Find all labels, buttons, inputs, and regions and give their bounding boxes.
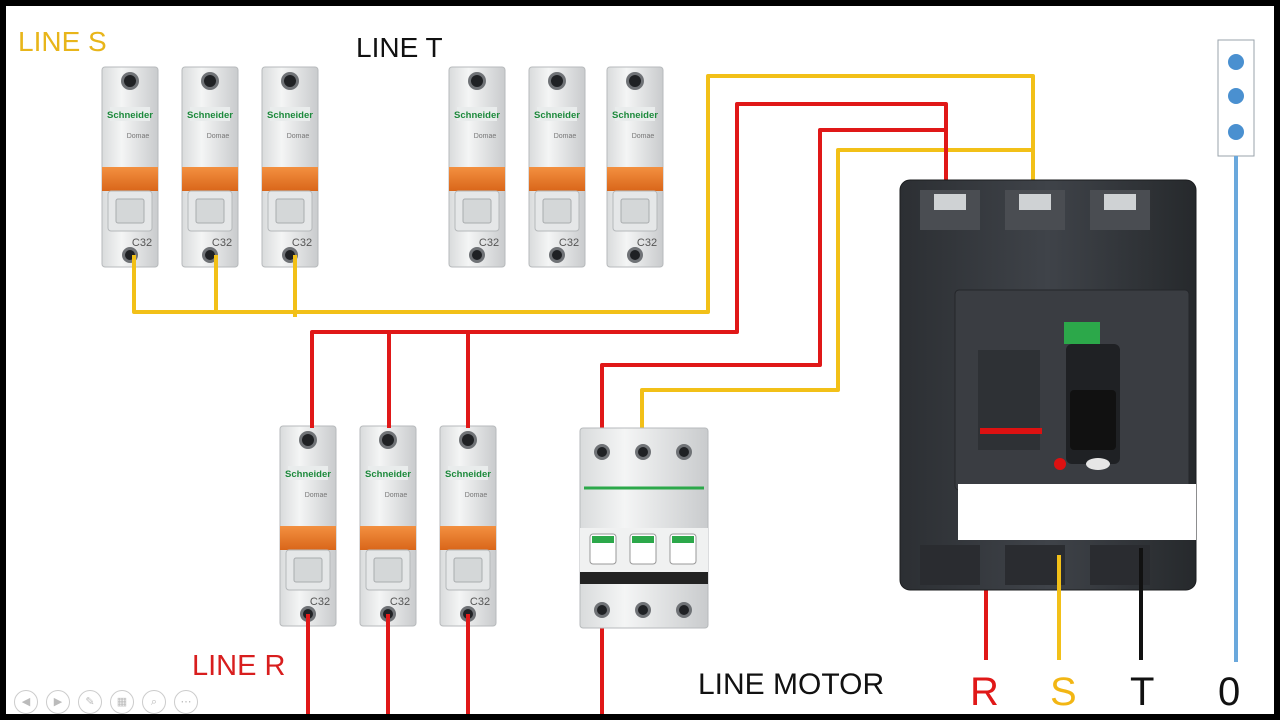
terminal-neutral: 0 [1218, 670, 1241, 714]
label-line-t: LINE T [356, 32, 443, 63]
neutral-rail [1217, 39, 1255, 662]
breaker-line-t-1 [448, 66, 506, 268]
terminal-r: R [970, 670, 999, 714]
wiring-diagram: Schneider Domae C32 [101, 39, 1255, 714]
diagram-canvas: Schneider Domae C32 [6, 6, 1274, 714]
label-line-motor: LINE MOTOR [698, 668, 885, 701]
breaker-line-s-1 [101, 66, 159, 268]
label-line-r: LINE R [192, 650, 286, 682]
more-icon[interactable]: ⋯ [174, 690, 198, 714]
terminal-s: S [1050, 670, 1077, 714]
breaker-line-s-3 [261, 66, 319, 268]
breaker-line-s-2 [181, 66, 239, 268]
motor-breaker [579, 427, 709, 629]
pen-icon[interactable]: ✎ [78, 690, 102, 714]
label-line-s: LINE S [18, 26, 107, 57]
breaker-line-t-2 [528, 66, 586, 268]
next-icon[interactable]: ▶ [46, 690, 70, 714]
slides-icon[interactable]: ▦ [110, 690, 134, 714]
zoom-icon[interactable]: ⌕ [142, 690, 166, 714]
wire-phase-s [132, 74, 1035, 448]
terminal-t: T [1130, 670, 1155, 714]
breaker-line-t-3 [606, 66, 664, 268]
mccb-breaker [899, 179, 1197, 591]
breaker-line-r-3 [439, 425, 497, 627]
breaker-line-r-1 [279, 425, 337, 627]
slide-controls: ◀ ▶ ✎ ▦ ⌕ ⋯ [14, 690, 198, 714]
breaker-line-r-2 [359, 425, 417, 627]
prev-icon[interactable]: ◀ [14, 690, 38, 714]
wire-phase-r [306, 102, 988, 714]
